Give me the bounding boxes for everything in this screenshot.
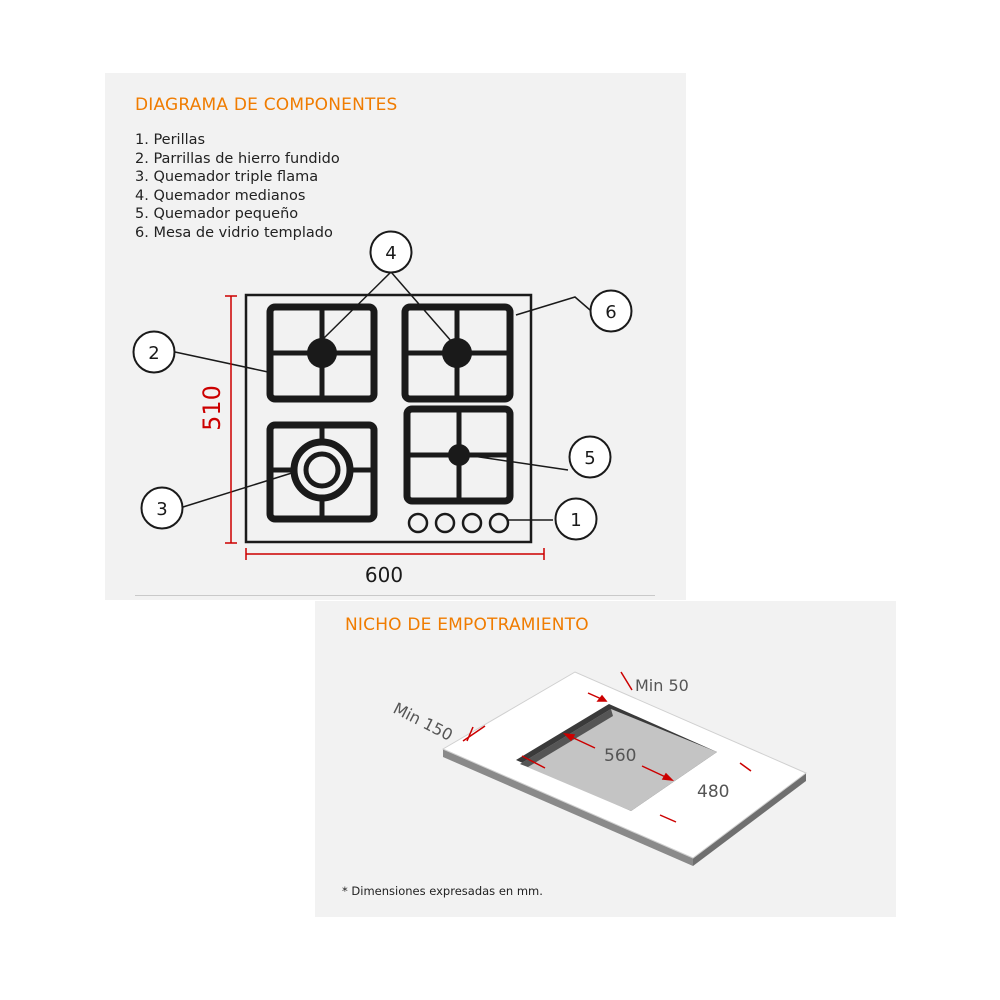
niche-drawing: Min 50 Min 150 560 480	[390, 671, 807, 866]
callout-3-label: 3	[156, 499, 167, 520]
panel-divider	[135, 595, 655, 596]
component-item-4: 4. Quemador medianos	[135, 187, 306, 204]
dim-480	[521, 755, 752, 823]
dim-min150	[462, 725, 486, 742]
components-panel: DIAGRAMA DE COMPONENTES 1. Perillas 2. P…	[105, 73, 686, 600]
callout-4: 4	[369, 230, 413, 274]
component-item-1: 1. Perillas	[135, 132, 206, 148]
burner-medium-left	[307, 338, 337, 368]
countertop-side-face	[693, 773, 806, 866]
dimension-width	[245, 548, 545, 560]
callouts: 4 6 2 5 3 1	[132, 230, 633, 541]
dim-min50	[587, 671, 633, 702]
leader-lines	[174, 271, 591, 521]
callout-5: 5	[568, 435, 612, 479]
knobs	[407, 512, 510, 534]
dim-560	[562, 733, 675, 781]
niche-title: NICHO DE EMPOTRAMIENTO	[345, 615, 589, 635]
callout-3: 3	[140, 486, 184, 530]
callout-6-label: 6	[605, 302, 616, 323]
cutout-inner-wall	[520, 709, 613, 767]
knob-3	[461, 512, 483, 534]
callout-1: 1	[554, 497, 598, 541]
callout-2: 2	[132, 330, 176, 374]
callout-4-label: 4	[385, 243, 396, 264]
component-item-3: 3. Quemador triple flama	[135, 169, 319, 185]
component-item-2: 2. Parrillas de hierro fundido	[135, 150, 340, 167]
component-item-6: 6. Mesa de vidrio templado	[135, 224, 333, 241]
callout-6: 6	[589, 289, 633, 333]
component-list: 1. Perillas 2. Parrillas de hierro fundi…	[135, 131, 340, 242]
grate-top-right	[401, 303, 514, 403]
label-480: 480	[697, 782, 729, 802]
callout-1-label: 1	[570, 510, 581, 531]
footnote: * Dimensiones expresadas en mm.	[342, 884, 543, 898]
countertop-front-face	[443, 749, 693, 866]
component-item-5: 5. Quemador pequeño	[135, 206, 299, 222]
dimension-width-label: 600	[365, 563, 403, 587]
callout-5-label: 5	[584, 448, 595, 469]
knob-1	[407, 512, 429, 534]
grate-top-left	[266, 303, 378, 403]
label-min150: Min 150	[390, 699, 456, 745]
label-min50: Min 50	[635, 676, 689, 695]
label-560: 560	[604, 746, 636, 766]
burner-medium-right	[442, 338, 472, 368]
dimension-height-label: 510	[198, 385, 226, 431]
callout-2-label: 2	[148, 343, 159, 364]
components-title: DIAGRAMA DE COMPONENTES	[135, 95, 398, 115]
glass-table-outline	[244, 293, 533, 544]
burner-small	[448, 444, 470, 466]
grate-bottom-left	[266, 421, 378, 523]
grate-bottom-right	[403, 405, 514, 505]
dimension-height	[225, 295, 237, 544]
cooktop-drawing: 4 6 2 5 3 1	[132, 230, 633, 587]
knob-2	[434, 512, 456, 534]
knob-4	[488, 512, 510, 534]
